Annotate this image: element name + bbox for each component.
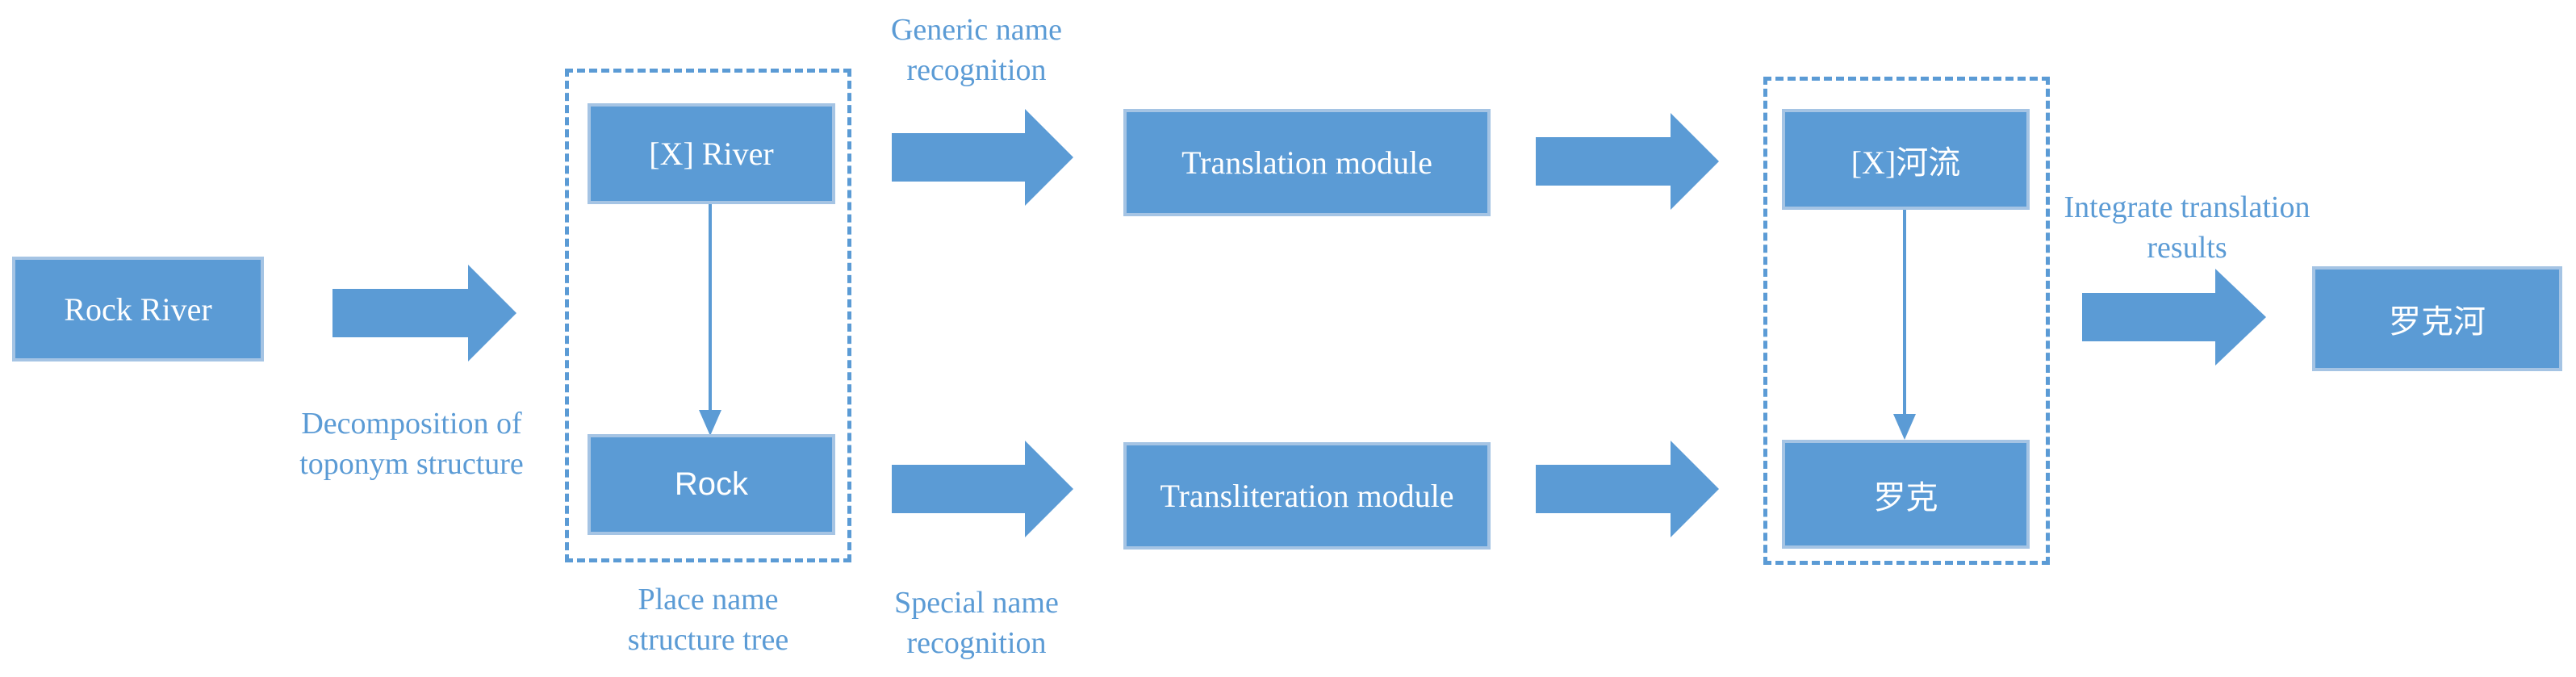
structure-tree-group — [565, 69, 851, 562]
label-generic-recognition: Generic name recognition — [855, 10, 1098, 90]
label-structure-tree: Place name structure tree — [565, 579, 851, 660]
box-luokehe-text: 罗克河 — [2389, 304, 2486, 340]
box-luokehe: 罗克河 — [2312, 266, 2562, 371]
arrow-generic — [892, 109, 1073, 206]
arrow-decompose — [332, 265, 516, 361]
box-luoke: 罗克 — [1782, 440, 2030, 549]
box-x-river-text: [X] River — [649, 136, 774, 172]
label-structure-tree-line2: structure tree — [627, 623, 789, 657]
box-translation-module-text: Translation module — [1181, 144, 1432, 181]
box-rock-river-text: Rock River — [64, 290, 212, 328]
tree-arrowhead-left — [699, 410, 721, 436]
label-structure-tree-line1: Place name — [638, 583, 779, 616]
box-x-heliu-text: [X]河流 — [1850, 144, 1961, 181]
label-decomposition: Decomposition of toponym structure — [266, 403, 557, 484]
label-special-recognition: Special name recognition — [855, 583, 1098, 663]
box-transliteration-module-text: Transliteration module — [1160, 478, 1454, 514]
label-integrate-line2: results — [2147, 231, 2227, 265]
label-decomposition-line2: toponym structure — [299, 447, 524, 481]
label-integrate-line1: Integrate translation — [2064, 190, 2310, 224]
box-rock-text: Rock — [674, 466, 749, 502]
box-luoke-text: 罗克 — [1873, 479, 1938, 516]
label-special-line2: recognition — [906, 626, 1047, 660]
result-tree-group — [1763, 77, 2050, 565]
label-decomposition-line1: Decomposition of — [301, 407, 522, 441]
label-special-line1: Special name — [894, 586, 1059, 620]
arrow-translation-out — [1536, 113, 1719, 210]
arrow-integrate — [2082, 269, 2266, 366]
label-generic-line1: Generic name — [890, 13, 1063, 47]
tree-arrowhead-right — [1893, 414, 1916, 440]
label-integrate-results: Integrate translation results — [2034, 187, 2340, 268]
arrow-transliteration-out — [1536, 441, 1719, 537]
box-x-river: [X] River — [588, 103, 835, 204]
box-rock: Rock — [588, 434, 835, 535]
box-translation-module: Translation module — [1123, 109, 1491, 216]
box-x-heliu: [X]河流 — [1782, 109, 2030, 210]
label-generic-line2: recognition — [906, 53, 1047, 87]
box-rock-river: Rock River — [12, 257, 264, 361]
box-transliteration-module: Transliteration module — [1123, 442, 1491, 550]
arrow-special — [892, 441, 1073, 537]
